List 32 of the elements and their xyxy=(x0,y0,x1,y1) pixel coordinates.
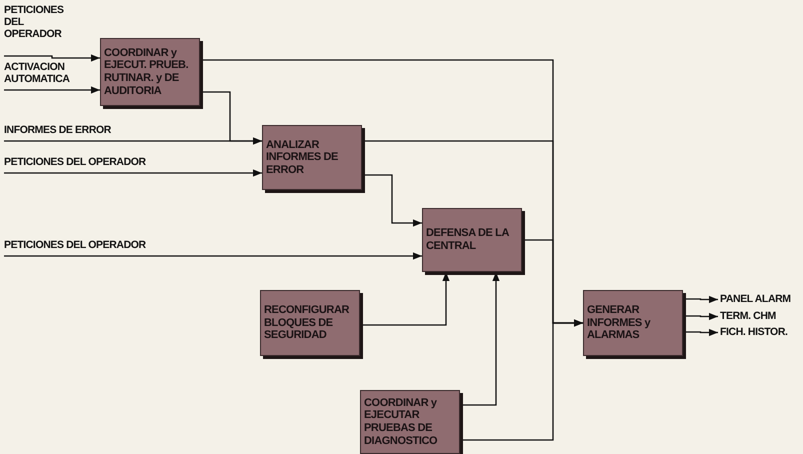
arrow xyxy=(362,174,422,227)
box-label: RECONFIGURAR BLOQUES DE SEGURIDAD xyxy=(264,304,350,342)
box-label: DEFENSA DE LA CENTRAL xyxy=(426,227,510,253)
box-label: ANALIZAR INFORMES DE ERROR xyxy=(266,138,339,176)
arrow xyxy=(460,319,583,441)
box-label: GENERAR INFORMES y ALARMAS xyxy=(587,304,652,342)
signal-label: TERM. CHM xyxy=(720,310,776,323)
box-label: COORDINAR y EJECUTAR PRUEBAS DE DIAGNOSTICO xyxy=(364,396,438,448)
arrow xyxy=(460,272,500,406)
signal-label: PANEL ALARM xyxy=(720,293,791,306)
signal-label: PETICIONES DEL OPERADOR xyxy=(4,239,146,254)
process-box xyxy=(260,290,360,356)
signal-label: PETICIONES DEL OPERADOR xyxy=(4,4,72,54)
signal-label: PETICIONES DEL OPERADOR xyxy=(4,156,146,171)
process-box xyxy=(422,208,522,272)
signal-label: ACTIVACION AUTOMATICA xyxy=(4,61,99,88)
arrow xyxy=(4,86,100,94)
arrow xyxy=(683,328,718,336)
signal-label: INFORMES DE ERROR xyxy=(4,124,111,139)
process-box xyxy=(583,290,683,356)
box-label: COORDINAR y EJECUT. PRUEB. RUTINAR. y DE AUDITORIA xyxy=(104,46,190,98)
process-box xyxy=(262,125,362,190)
arrow xyxy=(683,296,718,304)
arrow xyxy=(360,272,450,326)
arrow xyxy=(683,312,718,320)
arrow xyxy=(4,252,422,260)
process-box xyxy=(100,38,200,106)
arrow xyxy=(4,169,262,177)
signal-label: FICH. HISTOR. xyxy=(720,326,788,339)
arrow xyxy=(4,54,100,62)
arrow xyxy=(200,91,262,145)
process-box xyxy=(360,390,460,454)
